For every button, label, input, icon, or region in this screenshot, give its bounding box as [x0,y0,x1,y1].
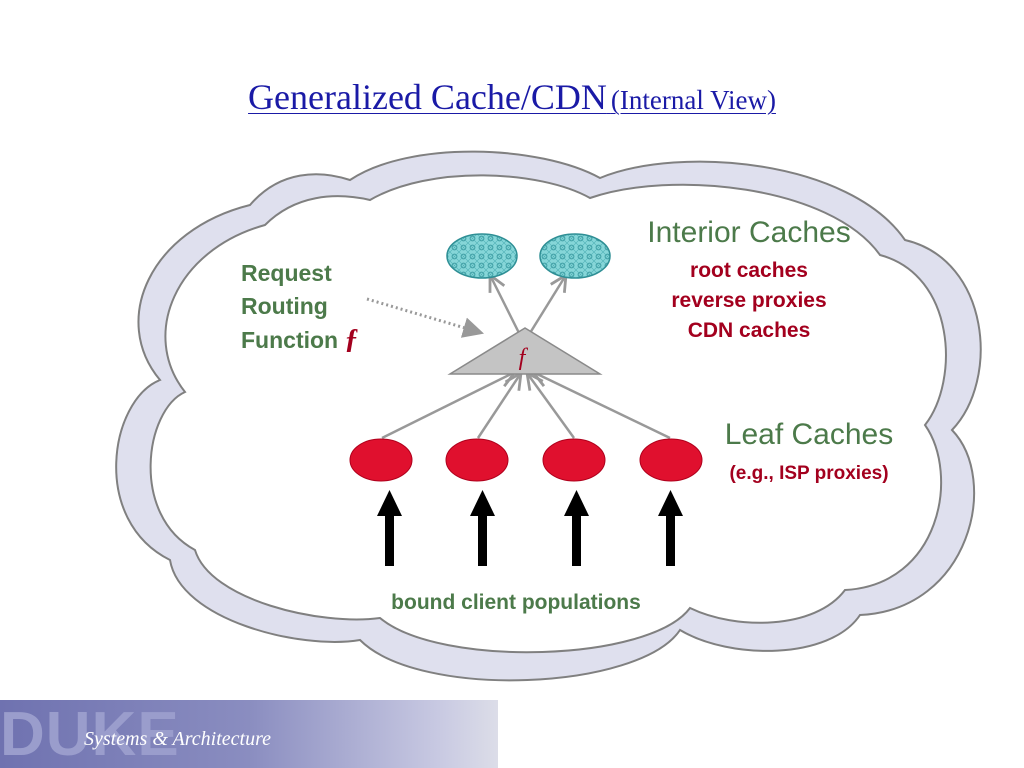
request-routing-function-word: Function [241,327,339,353]
page-title: Generalized Cache/CDN (Internal View) [0,76,1024,118]
title-main: Generalized Cache/CDN [248,77,607,117]
duke-logo: DUKE [0,700,180,768]
leaf-cache-node [349,438,413,482]
edge-leaf-4-to-f [533,372,671,440]
edge-leaf-1-to-f [381,372,515,440]
leaf-cache-node [542,438,606,482]
interior-cache-type: CDN caches [687,319,811,342]
interior-cache-type: reverse proxies [671,289,827,312]
request-routing-line2: Routing [241,293,328,319]
edge-f-to-interior-1 [490,275,521,334]
client-arrow [470,490,495,566]
interior-caches-list: root caches reverse proxies CDN caches [596,256,902,346]
leaf-cache-node [639,438,703,482]
cloud-inner [149,174,947,654]
title-sub: (Internal View) [610,85,776,115]
client-arrow [377,490,402,566]
client-arrow [564,490,589,566]
client-arrow [658,490,683,566]
leaf-cache-node [445,438,509,482]
request-routing-symbol: ƒ [344,324,359,355]
client-populations-label: bound client populations [391,591,641,614]
interior-cache-node [446,233,518,279]
request-routing-line3: Function ƒ [241,323,358,357]
footer-tagline: Systems & Architecture [84,728,271,750]
edge-f-to-interior-2 [528,275,566,334]
footer-banner: DUKE Systems & Architecture [0,700,498,768]
leaf-caches-title: Leaf Caches [724,418,894,451]
routing-function-node [447,327,603,375]
leaf-caches-subtitle: (e.g., ISP proxies) [729,463,889,484]
edge-leaf-2-to-f [476,373,521,439]
request-routing-line1: Request [241,260,332,286]
interior-cache-type: root caches [690,259,808,282]
request-routing-label: Request Routing Function ƒ [241,257,358,357]
interior-cache-node [539,233,611,279]
routing-function-symbol: f [519,345,529,371]
interior-caches-title: Interior Caches [647,216,851,249]
